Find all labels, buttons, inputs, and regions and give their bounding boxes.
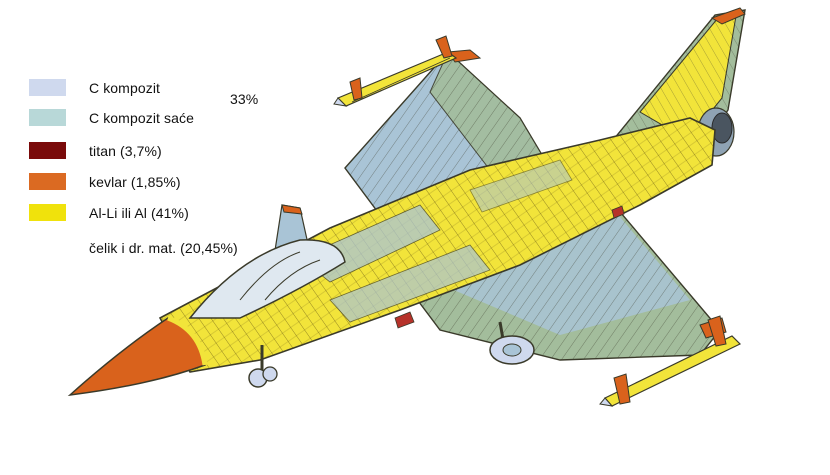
nose-radome	[67, 315, 208, 397]
fuselage	[158, 117, 716, 373]
nose-landing-gear	[248, 345, 278, 388]
titanium-accents	[394, 205, 625, 329]
lower-wing	[393, 199, 727, 361]
cockpit-canopy	[188, 239, 346, 319]
upper-missile	[333, 35, 458, 107]
lower-missile	[599, 315, 742, 407]
main-landing-gear	[489, 321, 535, 365]
